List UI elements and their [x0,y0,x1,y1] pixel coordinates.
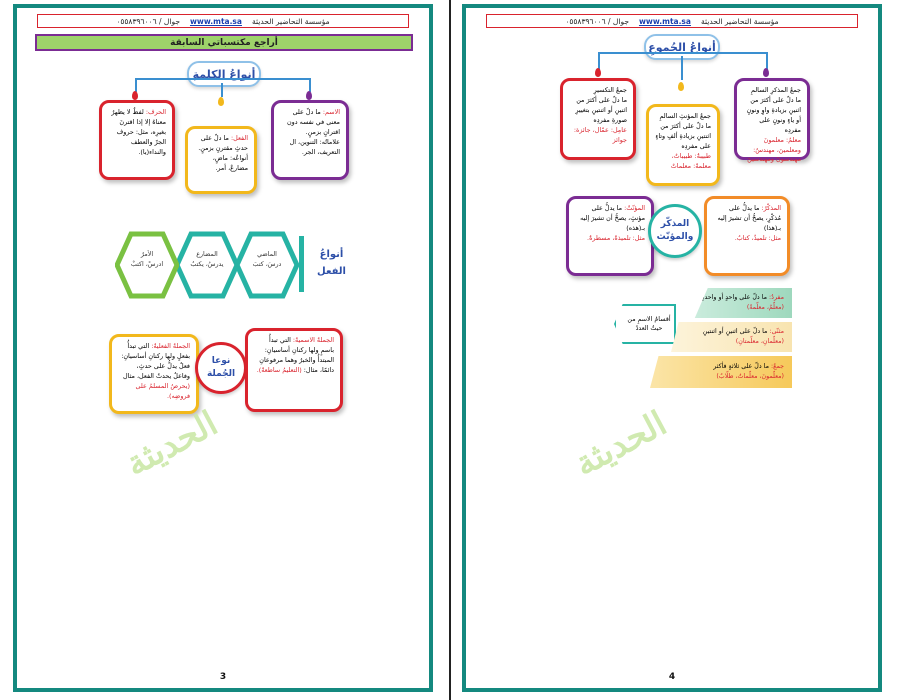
verb-card: الفعل: ما دلّ على حدثٍ مقترنٍ بزمنٍ. أنو… [185,126,257,194]
header-phone: جوال / ٠٥٥٨٣٩٦٠٠٦ [116,16,180,26]
tree-connector [309,78,311,92]
verb-hex-label: الأمرُ [140,251,154,258]
tree-connector [766,52,768,70]
tree-connector [135,78,137,92]
verbal-sentence-card: الجملةُ الفعليةُ: التي تبدأُ بفعلٍ ولها … [109,334,199,414]
connector-dot [306,91,312,100]
connector-dot [218,97,224,106]
tree-connector [221,83,223,97]
header-site-link[interactable]: www.mta.sa [638,16,691,26]
word-types-title: أنواعُ الكلمةِ [187,61,261,87]
particle-card: الحرف: لفظٌ لا يظهرُ معناهُ إلا إذا اقتر… [99,100,175,180]
header-site-link[interactable]: www.mta.sa [189,16,242,26]
verb-hex-label: الماضي [257,251,277,258]
verb-hex-label: المضارع [196,251,218,258]
tree-connector [681,56,683,80]
connector-dot [763,68,769,77]
verb-hex-example: يدرسُ، يكتبُ [190,261,224,269]
masculine-card: المذكّرُ: ما يدلُّ على مُذكّرٍ، يصحُّ أن… [704,196,790,276]
header-org: مؤسسة التحاضير الحديثة [700,16,779,26]
page-number: 4 [668,672,676,682]
page-gutter [449,0,451,700]
page-3: مؤسسة التحاضير الحديثة www.mta.sa جوال /… [13,4,433,692]
plural-stripe: جمعٌ: ما دلّ على ثلاثةٍ فأكثر (معلّمونَ،… [650,356,792,388]
verb-hex-example: ادرسْ، اكتبْ [130,261,164,269]
verb-types-title: أنواعُ الفعل [299,236,359,292]
tree-connector [598,52,600,70]
tree-connector [135,78,311,80]
nominal-sentence-card: الجملةُ الاسميةُ: التي تبدأُ باسمٍ ولها … [245,328,343,412]
header-phone: جوال / ٠٥٥٨٣٩٦٠٠٦ [565,16,629,26]
page-number: 3 [219,672,227,682]
verb-hex-example: درسَ، كتبَ [252,261,282,269]
number-title: أقسامُ الاسمِ من حيثُ العددُ [614,304,676,344]
review-banner: أراجع مكتسباتي السابقة [35,34,413,51]
masc-plural-card: جمعُ المذكرِ السالمِ ما دلّ على أكثرَ من… [734,78,810,163]
page-4: مؤسسة التحاضير الحديثة www.mta.sa جوال /… [462,4,882,692]
connector-dot [132,91,138,100]
verb-hex-imperative: الأمرُ ادرسْ، اكتبْ [115,230,179,300]
page-header: مؤسسة التحاضير الحديثة www.mta.sa جوال /… [486,14,858,28]
feminine-card: المؤنّثُ: ما يدلُّ على مؤنثٍ، يصحُّ أن ت… [566,196,654,276]
verb-hex-past: الماضي درسَ، كتبَ [235,230,299,300]
plurals-title: أنواعُ الجُموعِ [644,34,720,60]
sentence-types-title: نوعا الجُملة [195,342,247,394]
gender-title: المذكّر والمؤنّث [648,204,702,258]
connector-dot [595,68,601,77]
noun-card: الاسم: ما دلّ على معنى في نفسه دون اقترا… [271,100,349,180]
connector-dot [678,82,684,91]
dual-stripe: مثنّى: ما دلّ على اثنينِ أو اثنتينِ (معل… [671,322,792,352]
fem-plural-card: جمعُ المؤنثِ السالمِ ما دلّ على أكثرَ من… [646,104,720,186]
page-header: مؤسسة التحاضير الحديثة www.mta.sa جوال /… [37,14,409,28]
broken-plural-card: جمعُ التكسيرِ ما دلّ على أكثرَ من اثنينِ… [560,78,636,160]
singular-stripe: مفردٌ: ما دلّ على واحدٍ أو واحدةٍ (معلّم… [694,288,792,318]
watermark-logo: الحديثة [119,403,225,485]
tree-connector [598,52,768,54]
verb-hex-present: المضارع يدرسُ، يكتبُ [175,230,239,300]
header-org: مؤسسة التحاضير الحديثة [251,16,330,26]
watermark-logo: الحديثة [568,403,674,485]
